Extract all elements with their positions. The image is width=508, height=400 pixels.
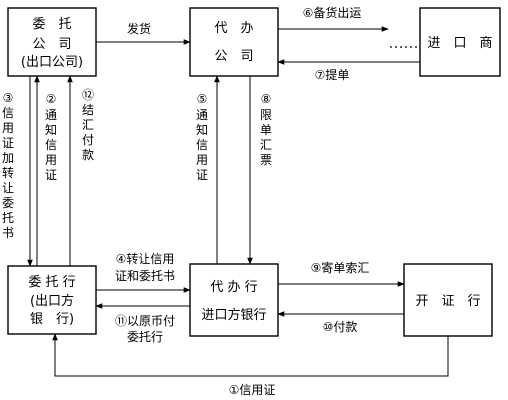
node-agent-company: 代 办 公 司 xyxy=(189,7,279,77)
edge-12-char: 结 xyxy=(82,103,94,117)
edge-1-label: ①信用证 xyxy=(229,383,276,397)
edge-5-label: ⑤ 通 知 信 用 证 xyxy=(196,92,208,182)
edge-8-char: 限 xyxy=(260,108,272,122)
edge-3-char: 书 xyxy=(2,226,14,240)
trustor-company-line1: 委 托 xyxy=(32,17,71,32)
edge-3-char: 用 xyxy=(2,121,14,135)
edge-8-label: ⑧ 限 单 汇 票 xyxy=(260,92,272,167)
trustor-bank-line2: (出口方 xyxy=(30,293,74,309)
node-issuing-bank: 开 证 行 xyxy=(403,263,493,337)
importer-label: 进 口 商 xyxy=(427,36,492,51)
edge-8-char: 票 xyxy=(260,153,272,167)
edge-4-label-line1: ④转让信用 xyxy=(116,251,175,266)
edge-7-label: ⑦提单 xyxy=(315,67,350,82)
edge-3-char: 证 xyxy=(2,136,14,150)
edge-2-char: ② xyxy=(46,92,57,106)
edge-3-char: ③ xyxy=(3,91,14,105)
edge-9-label: ⑨寄单索汇 xyxy=(311,260,370,275)
edge-11-label-line1: ⑪以原币付 xyxy=(115,314,175,328)
agent-company-line2: 公 司 xyxy=(214,49,253,64)
edge-3-char: 委 xyxy=(2,196,14,210)
issuing-bank-label: 开 证 行 xyxy=(415,294,480,309)
edge-5-char: 知 xyxy=(196,123,208,137)
edge-2-char: 信 xyxy=(45,138,57,152)
edge-2-char: 通 xyxy=(45,108,57,122)
edge-1-arrow xyxy=(52,333,449,377)
node-trustor-bank: 委 托 行 (出口方 银 行) xyxy=(7,265,97,335)
edge-3-char: 加 xyxy=(2,151,14,165)
edge-12-char: 付 xyxy=(82,133,94,147)
edge-2-char: 知 xyxy=(45,123,57,137)
edge-12-char: ⑫ xyxy=(82,88,94,102)
edge-5-char: 信 xyxy=(196,138,208,152)
edge-ship-label: 发货 xyxy=(127,21,151,36)
edge-3-char: 转 xyxy=(2,165,14,180)
edge-2-char: 用 xyxy=(45,153,57,167)
agent-bank-line1: 代 办 行 xyxy=(210,280,257,295)
edge-12-label: ⑫ 结 汇 付 款 xyxy=(82,88,94,162)
node-trustor-company: 委 托 公 司 (出口公司) xyxy=(7,7,97,77)
node-importer: 进 口 商 xyxy=(419,7,501,77)
trustor-company-line3: (出口公司) xyxy=(21,55,83,70)
edge-5-char: ⑤ xyxy=(197,92,208,106)
edge-8-char: ⑧ xyxy=(261,92,272,106)
edge-3-label: ③ 信 用 证 加 转 让 委 托 书 xyxy=(2,91,14,240)
edge-3-char: 信 xyxy=(2,106,14,120)
edge-4-label-line2: 证和委托书 xyxy=(115,269,175,283)
edge-2-label: ② 通 知 信 用 证 xyxy=(45,92,57,182)
edge-5-char: 证 xyxy=(196,168,208,182)
edge-12-char: 款 xyxy=(82,148,94,162)
edge-8-char: 单 xyxy=(260,123,272,137)
edge-11-label-line2: 委托行 xyxy=(127,330,163,344)
agent-company-line1: 代 办 xyxy=(214,21,253,36)
edge-10-label: ⑩付款 xyxy=(323,320,358,334)
edge-5-char: 通 xyxy=(196,108,208,122)
edge-5-char: 用 xyxy=(196,153,208,167)
edge-12-char: 汇 xyxy=(82,118,94,132)
edge-6-label: ⑥备货出运 xyxy=(303,5,362,20)
agent-bank-line2: 进口方银行 xyxy=(201,307,266,323)
edge-2-char: 证 xyxy=(45,168,57,182)
trustor-bank-line3: 银 行) xyxy=(30,312,74,327)
edge-8-char: 汇 xyxy=(260,138,272,152)
trustor-bank-line1: 委 托 行 xyxy=(28,275,75,290)
node-agent-bank: 代 办 行 进口方银行 xyxy=(189,263,279,337)
edge-3-char: 托 xyxy=(2,211,14,225)
edge-3-char: 让 xyxy=(2,181,14,195)
trustor-company-line2: 公 司 xyxy=(32,37,71,52)
